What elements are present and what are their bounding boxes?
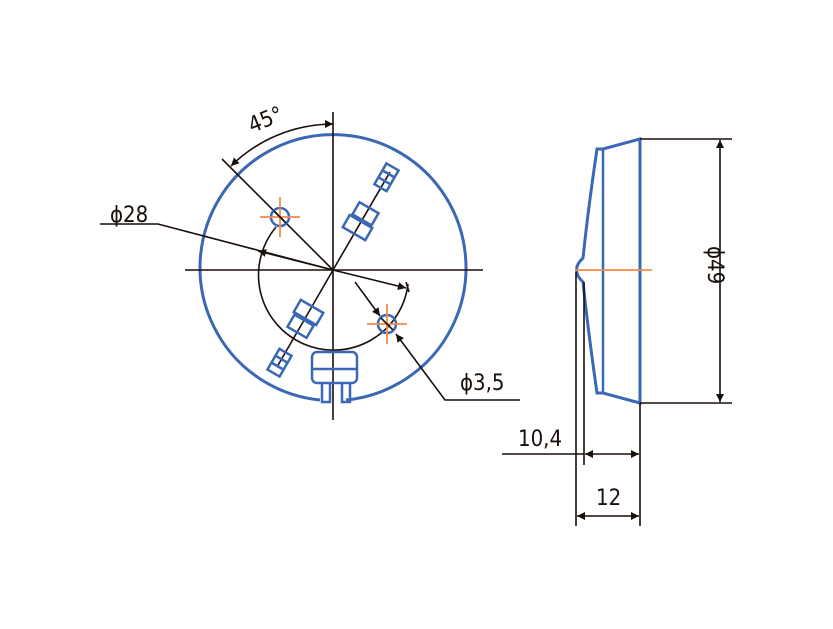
hole-diameter-leader xyxy=(395,333,520,401)
side-view: ϕ49 10,4 12 xyxy=(502,137,732,526)
arc-end-tick xyxy=(405,281,410,293)
width-label: 12 xyxy=(596,486,621,511)
front-view: 45° ϕ28 ϕ3,5 xyxy=(100,102,520,420)
side-profile-outline xyxy=(575,137,642,405)
depth-label: 10,4 xyxy=(518,427,562,452)
bottom-key-tab xyxy=(310,350,359,404)
contact-slots-lower xyxy=(265,298,325,379)
pitch-diameter-label: ϕ28 xyxy=(110,203,148,228)
angle-dimension-arc xyxy=(230,120,334,167)
pitch-radius-arrow-left xyxy=(257,249,334,271)
mounting-hole-upper-left xyxy=(260,197,300,237)
hole-arrow-outer xyxy=(354,281,381,317)
outer-diameter-label: ϕ49 xyxy=(702,246,727,284)
pitch-radius-arrow-right xyxy=(332,269,407,290)
pitch-circle-arc xyxy=(257,226,409,351)
pitch-diameter-leader xyxy=(100,223,334,271)
mounting-hole-lower-right xyxy=(367,304,407,344)
hole-diameter-label: ϕ3,5 xyxy=(460,371,505,396)
contact-slots-upper xyxy=(341,161,401,242)
